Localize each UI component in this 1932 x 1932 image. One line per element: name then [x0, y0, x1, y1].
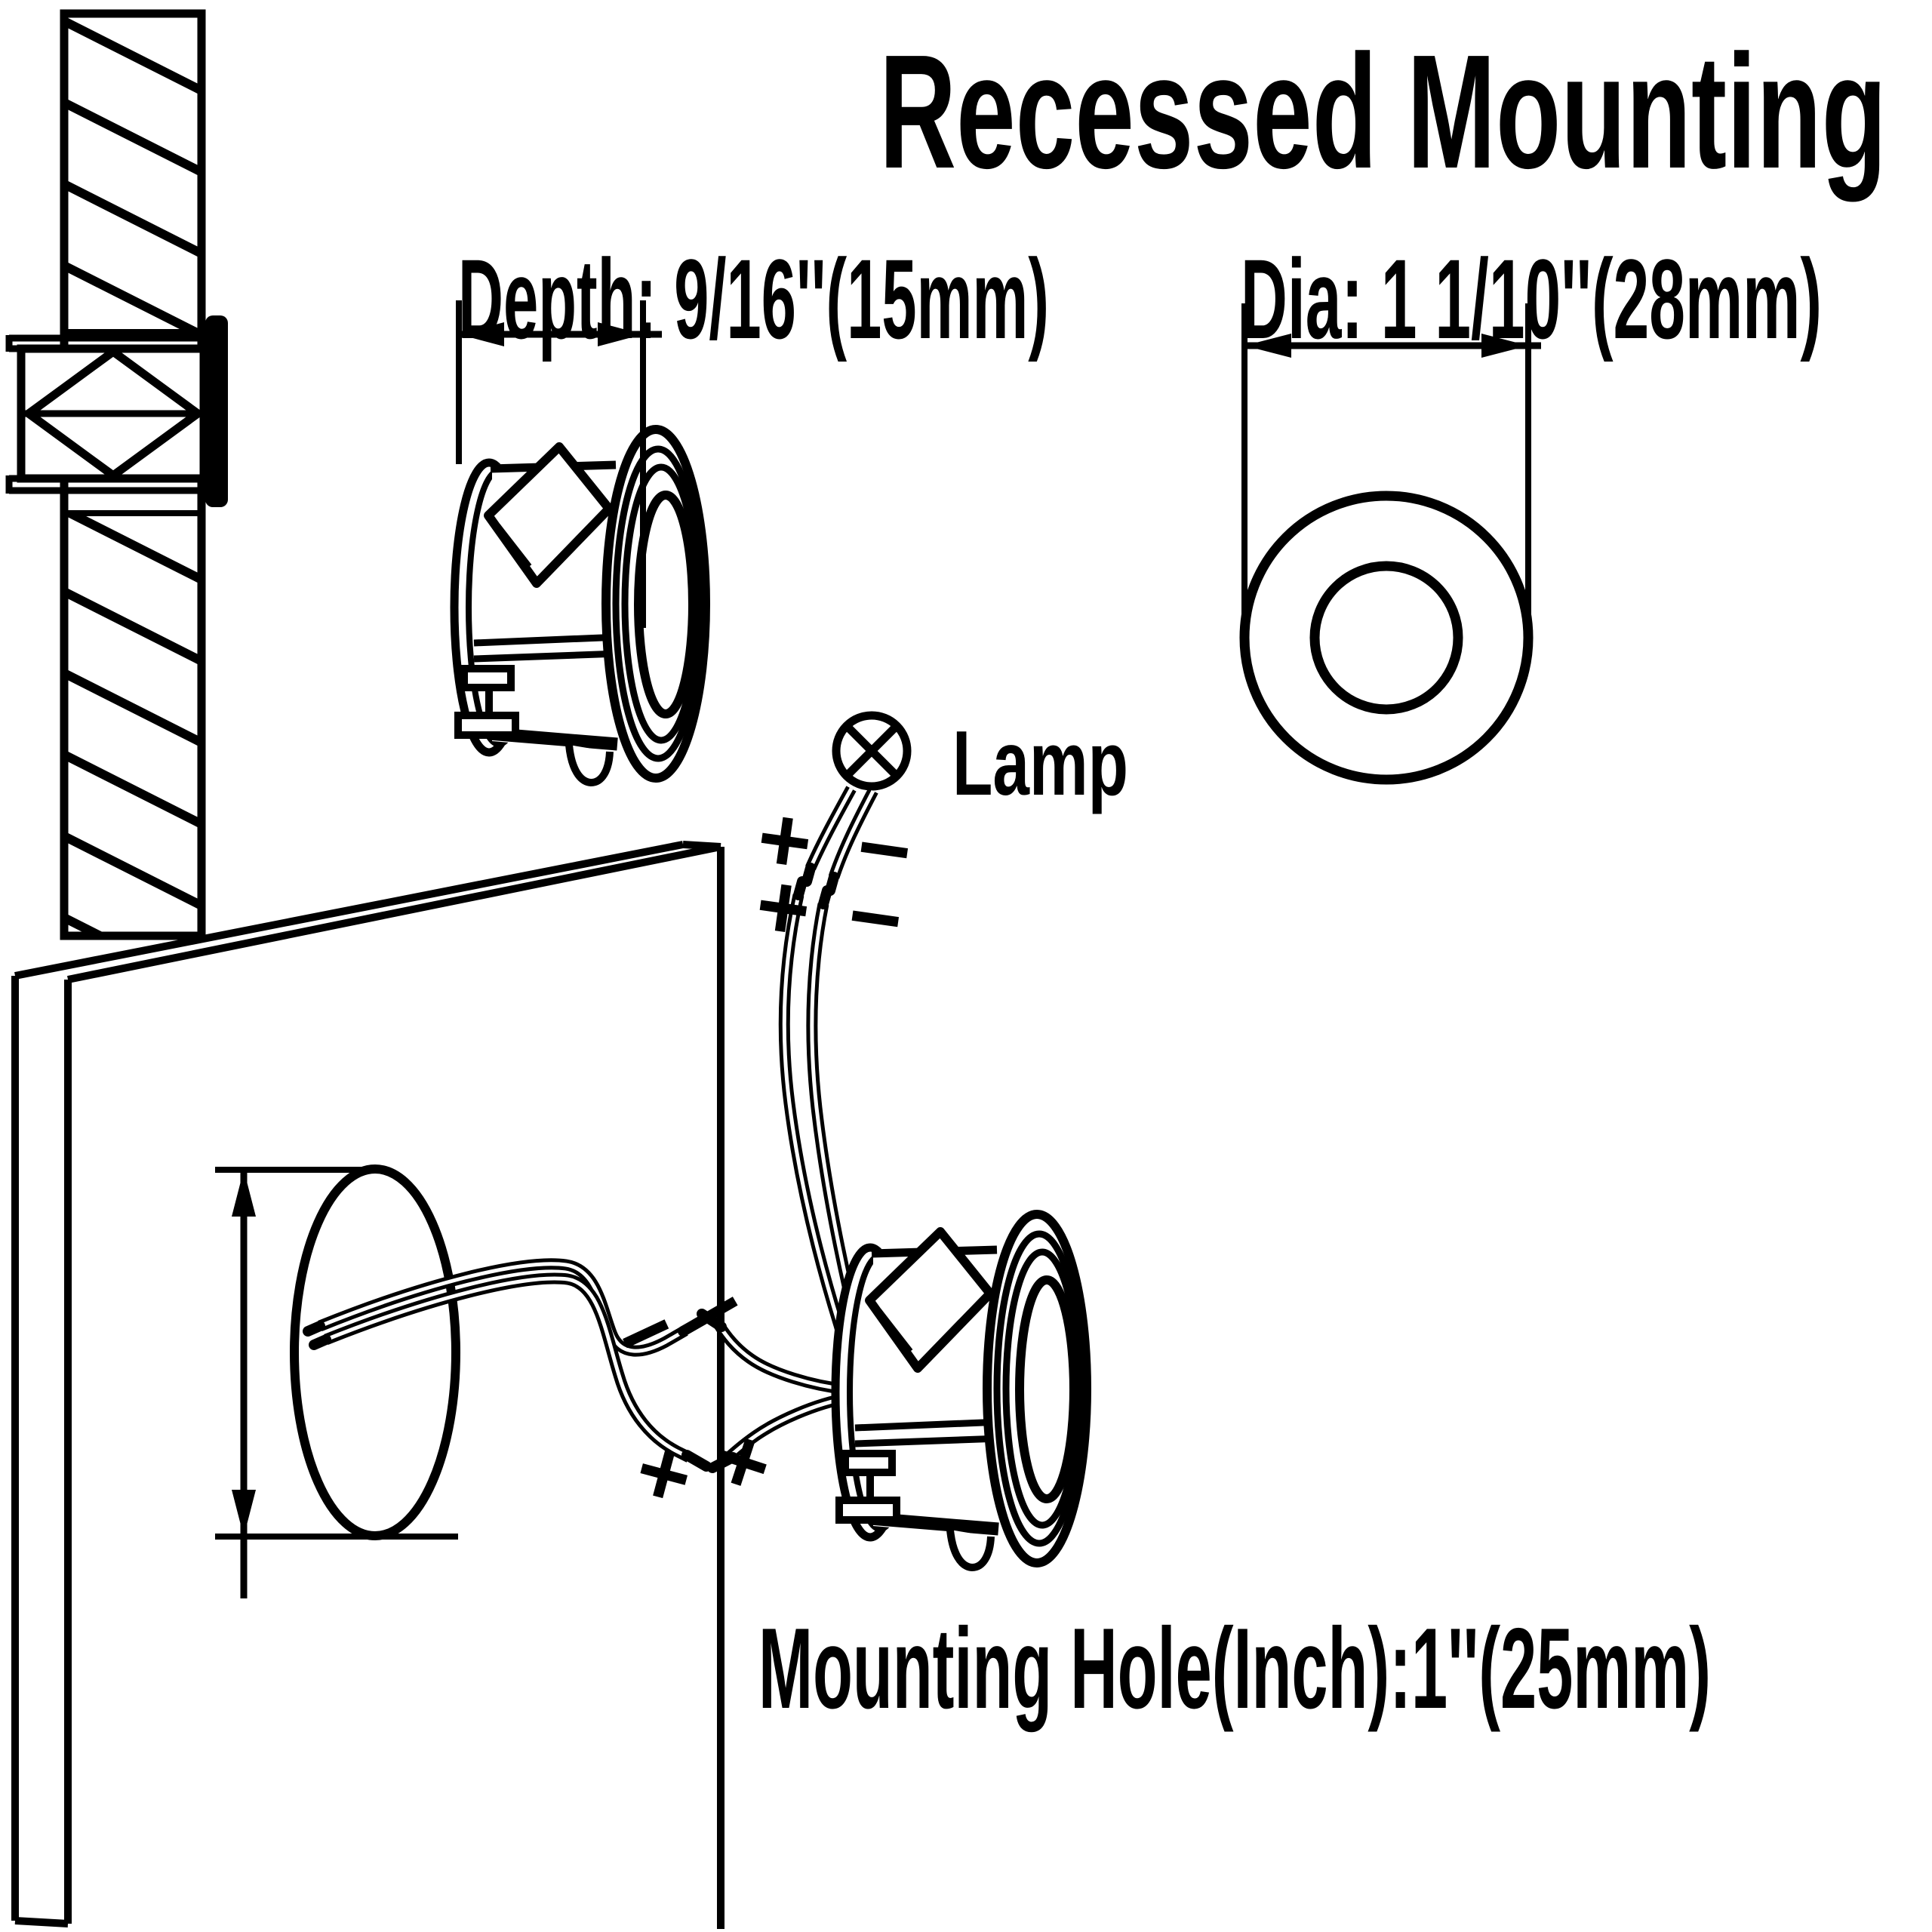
- inner-lens-circle: [1309, 561, 1463, 715]
- hole-dimension: [215, 1167, 458, 1598]
- lamp-label: Lamp: [952, 712, 1128, 814]
- fixture-front-view: [1239, 491, 1534, 785]
- bare-wire-tip: [707, 1452, 738, 1473]
- dia-dimension: [1241, 303, 1541, 640]
- recessed-fixture-cross-section: [5, 315, 228, 507]
- mounting-hole: [290, 1164, 460, 1540]
- plus-icon: +: [625, 1417, 703, 1530]
- minus-icon: −: [841, 863, 909, 973]
- bare-wire-tip: [678, 1314, 709, 1337]
- connector-wires: [303, 1264, 850, 1473]
- trim-bezel-edge: [205, 315, 228, 507]
- depth-label: Depth: 9/16''(15mm): [458, 235, 1049, 362]
- depth-dimension: [456, 300, 662, 628]
- fixture-side-view-upper: [454, 429, 706, 783]
- wall-cross-section: [5, 9, 228, 940]
- panel-board: [11, 841, 724, 1929]
- arrow-up-icon: [232, 1170, 256, 1217]
- arrow-left-icon: [459, 322, 504, 346]
- page-title: Recessed Mounting: [879, 20, 1887, 202]
- bare-wire-tip: [303, 1321, 325, 1337]
- mounting-hole-label: Mounting Hole(Inch):1''(25mm): [758, 1604, 1711, 1733]
- bare-wire-tip: [309, 1334, 331, 1350]
- plus-icon: +: [702, 1404, 785, 1518]
- arrow-left-icon: [1244, 334, 1291, 358]
- arrow-down-icon: [232, 1490, 256, 1537]
- arrow-right-icon: [1481, 334, 1528, 358]
- lamp-wires: [784, 789, 873, 1389]
- lamp-symbol: [832, 711, 912, 791]
- bare-wire-tip: [681, 1450, 712, 1472]
- bare-wire-tip: [697, 1309, 727, 1332]
- arrow-right-icon: [598, 322, 643, 346]
- fixture-side-view-lower: [835, 1214, 1087, 1567]
